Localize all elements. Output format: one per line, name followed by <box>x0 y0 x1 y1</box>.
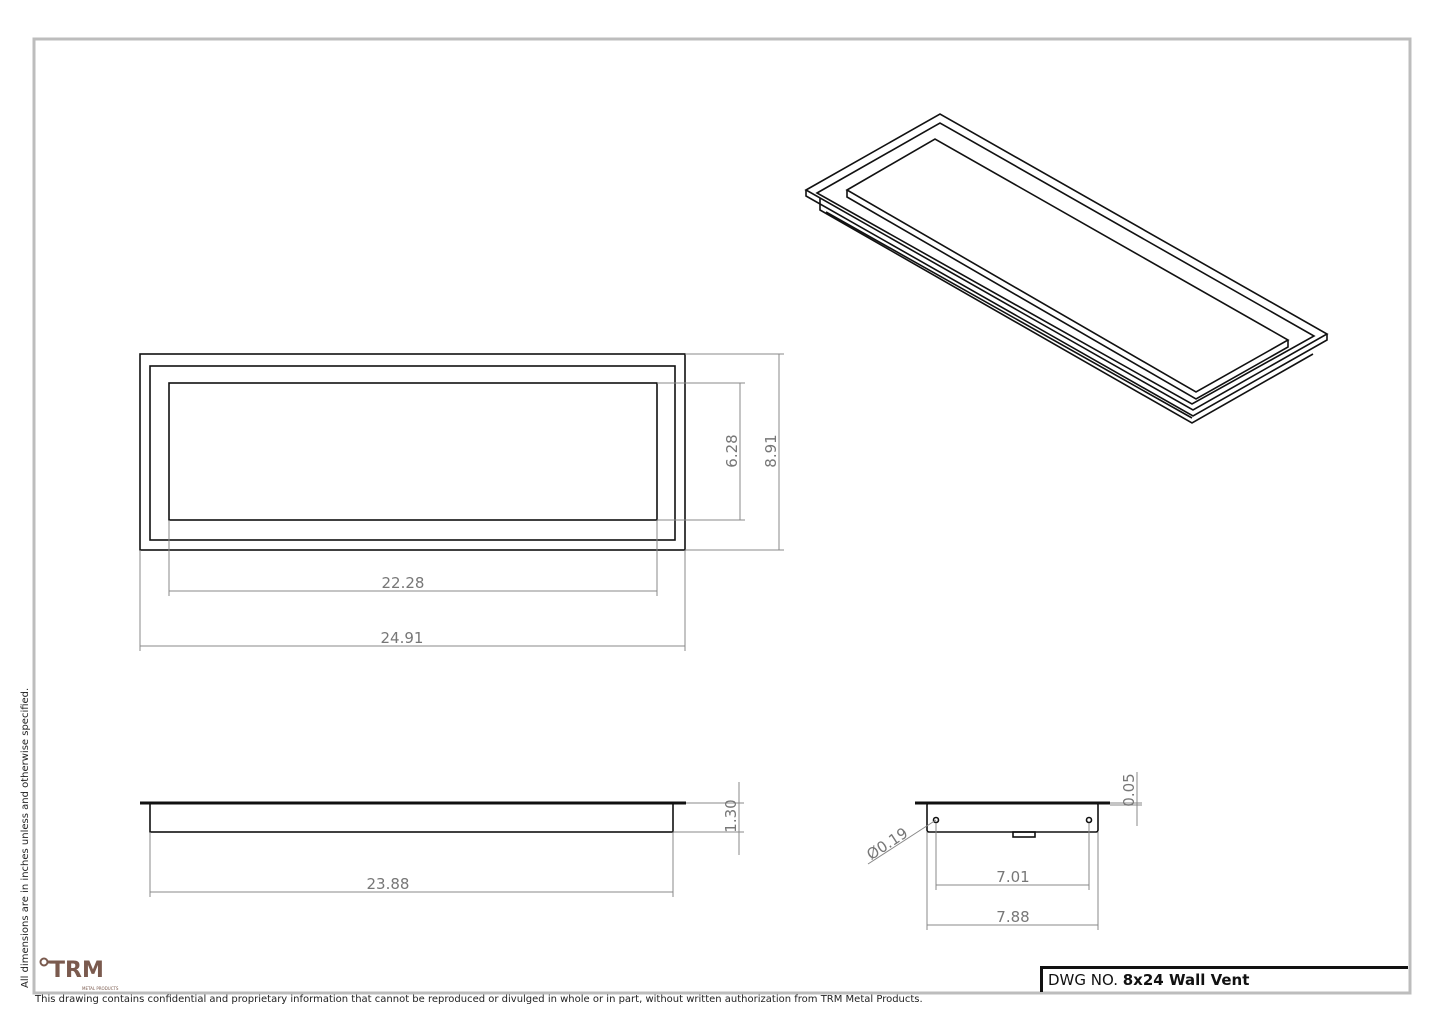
dim-body-width: 7.88 <box>996 908 1029 926</box>
drawing-number: 8x24 Wall Vent <box>1122 971 1250 989</box>
dim-overall-height: 8.91 <box>762 434 780 467</box>
dim-depth: 1.30 <box>722 799 740 832</box>
company-logo: TRM METAL PRODUCTS <box>38 954 128 992</box>
logo-subtext: METAL PRODUCTS <box>82 986 119 991</box>
front-view: 6.28 8.91 22.28 24.91 <box>139 353 784 651</box>
units-note: All dimensions are in inches unless and … <box>20 687 31 988</box>
sheet-border <box>32 37 1412 995</box>
side-view: 23.88 1.30 <box>140 782 744 897</box>
dim-flange-thickness: 0.05 <box>1120 773 1138 806</box>
title-block: DWG NO. 8x24 Wall Vent <box>1040 966 1408 992</box>
isometric-view <box>804 113 1329 424</box>
dim-opening-height: 6.28 <box>723 434 741 467</box>
dim-body-length: 23.88 <box>367 875 410 893</box>
mounting-hole <box>1085 816 1093 824</box>
mounting-hole <box>932 816 940 824</box>
logo-text: TRM <box>50 958 104 983</box>
drawing-number-label: DWG NO. <box>1048 971 1118 989</box>
dim-hole-spacing: 7.01 <box>996 868 1029 886</box>
end-view: 7.01 7.88 Ø0.19 0.05 <box>863 772 1142 930</box>
dim-hole-diameter: Ø0.19 <box>863 824 911 864</box>
dim-overall-width: 24.91 <box>381 629 424 647</box>
confidentiality-note: This drawing contains confidential and p… <box>35 994 923 1005</box>
dim-opening-width: 22.28 <box>382 574 425 592</box>
